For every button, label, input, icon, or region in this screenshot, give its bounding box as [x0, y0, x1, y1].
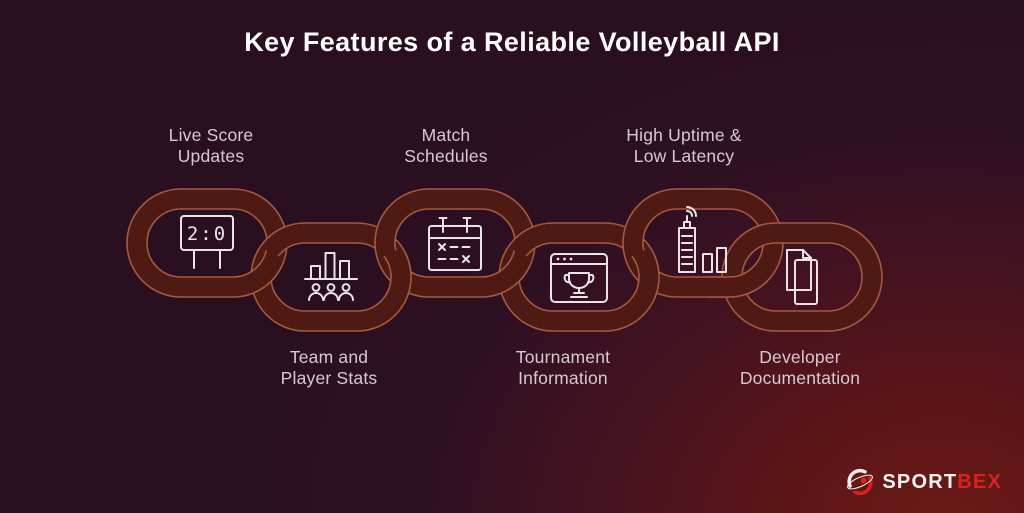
sportbex-globe-icon	[847, 468, 874, 496]
wifi-signal-icon	[686, 206, 697, 217]
logo-wordmark: SPORTBEX	[882, 471, 1002, 494]
label-line: Documentation	[739, 368, 861, 388]
scoreboard-icon: 2:0	[180, 215, 234, 269]
label-line: Team and	[289, 347, 369, 367]
logo-text-sport: SPORT	[882, 470, 958, 493]
label-line: High Uptime &	[626, 125, 742, 145]
label-line: Live Score	[168, 125, 254, 145]
label-team-player-stats: Team and Player Stats	[281, 347, 378, 389]
trophy-browser-icon	[550, 253, 608, 303]
label-line: Schedules	[404, 146, 488, 166]
label-line: Low Latency	[633, 146, 735, 166]
label-line: Player Stats	[280, 368, 378, 388]
uptime-tower-icon	[678, 206, 727, 273]
label-line: Tournament	[515, 347, 611, 367]
label-line: Information	[518, 368, 608, 388]
calendar-icon	[428, 217, 482, 271]
label-line: Match	[421, 125, 471, 145]
page-title: Key Features of a Reliable Volleyball AP…	[244, 27, 780, 57]
label-live-score-updates: Live Score Updates	[169, 125, 254, 167]
wifi-signal-icon	[686, 210, 693, 217]
label-match-schedules: Match Schedules	[404, 125, 488, 167]
trophy-icon	[563, 272, 595, 298]
label-line: Updates	[177, 146, 245, 166]
team-stats-icon	[304, 252, 358, 301]
logo-text-bex: BEX	[957, 470, 1002, 493]
documents-icon	[786, 249, 818, 305]
label-high-uptime-low-latency: High Uptime & Low Latency	[626, 125, 741, 167]
label-developer-documentation: Developer Documentation	[740, 347, 860, 389]
label-tournament-information: Tournament Information	[516, 347, 610, 389]
label-line: Developer	[759, 347, 841, 367]
sportbex-logo: SPORTBEX	[845, 467, 1002, 497]
scoreboard-score-text: 2:0	[187, 223, 227, 245]
